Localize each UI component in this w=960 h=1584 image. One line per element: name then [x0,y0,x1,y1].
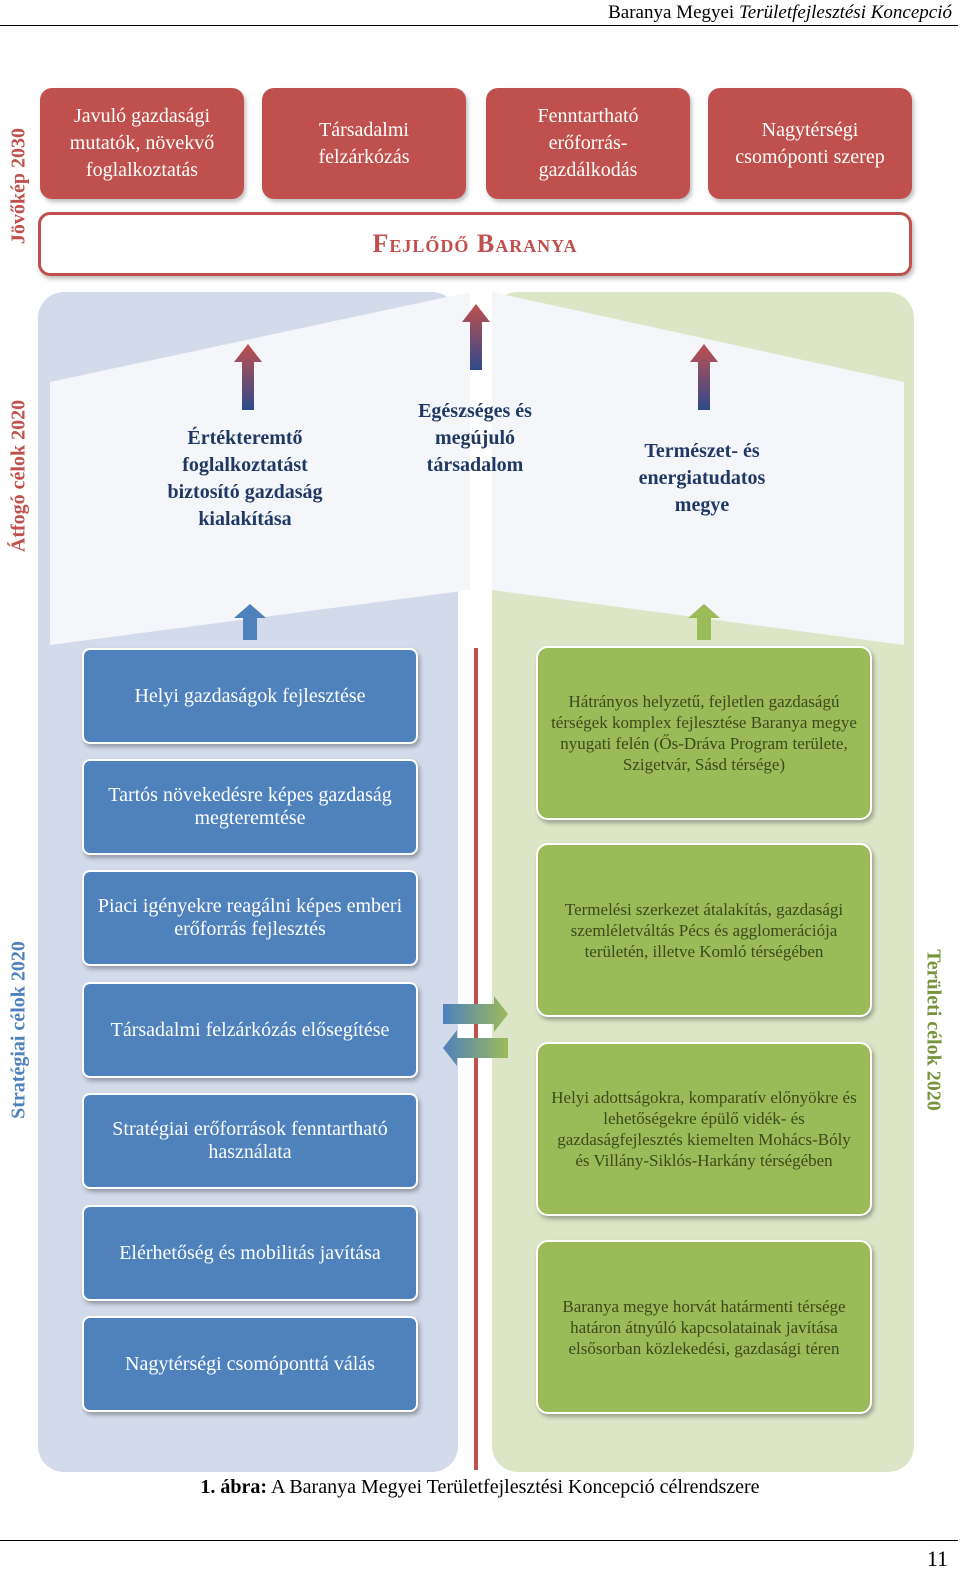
arrow-up-green-icon [688,604,720,640]
strategic-goal-growth: Tartós növekedésre képes gazdaság megter… [82,759,418,855]
arrow-up-icon [234,344,262,410]
territorial-goal-border: Baranya megye horvát határmenti térsége … [536,1240,872,1414]
strategic-goal-sustainable-resources: Stratégiai erőforrások fenntartható hasz… [82,1093,418,1189]
band-right [492,292,904,645]
header-title-italic: Területfejlesztési Koncepció [738,2,952,23]
page-number: 11 [926,1546,948,1571]
strategic-goal-local-economy: Helyi gazdaságok fejlesztése [82,648,418,744]
header-title-normal: Baranya Megyei [608,2,739,23]
vision-box-resources: Fenntartható erőforrás- gazdálkodás [486,88,690,199]
arrow-left-icon [443,1030,508,1066]
overarching-goal-economy: Értékteremtő foglalkoztatást biztosító g… [167,427,323,530]
arrow-right-icon [443,996,508,1032]
divider-line [474,648,478,1470]
territorial-goal-mohacs: Helyi adottságokra, komparatív előnyökre… [536,1042,872,1216]
overarching-goal-environment: Természet- és energiatudatos megye [638,440,766,516]
vision-box-economy: Javuló gazdasági mutatók, növekvő foglal… [40,88,244,199]
strategic-goal-regional-hub: Nagytérségi csomóponttá válás [82,1316,418,1412]
page-header: Baranya Megyei Területfejlesztési Koncep… [0,2,952,24]
strategic-goal-social-inclusion: Társadalmi felzárkózás elősegítése [82,982,418,1078]
arrow-up-blue-icon [234,604,266,640]
strategic-goal-accessibility: Elérhetőség és mobilitás javítása [82,1205,418,1301]
caption-text: A Baranya Megyei Területfejlesztési Konc… [267,1476,760,1498]
figure-caption: 1. ábra: A Baranya Megyei Területfejlesz… [0,1476,960,1499]
footer-rule [0,1540,958,1541]
territorial-goal-west: Hátrányos helyzetű, fejletlen gazdaságú … [536,646,872,820]
arrow-up-icon [690,344,718,410]
vision-box-hub: Nagytérségi csomóponti szerep [708,88,912,199]
arrow-up-icon [462,304,490,370]
band-left [50,292,470,645]
header-rule [0,25,958,26]
vision-box-social: Társadalmi felzárkózás [262,88,466,199]
territorial-goal-pecs: Termelési szerkezet átalakítás, gazdaság… [536,843,872,1017]
strategic-goal-human-resources: Piaci igényekre reagálni képes emberi er… [82,870,418,966]
caption-label: 1. ábra: [200,1476,268,1498]
overarching-band [50,292,904,645]
fejlodo-baranya-banner: Fejlődő Baranya [38,212,912,276]
overarching-goal-society: Egészséges és megújuló társadalom [418,400,532,476]
